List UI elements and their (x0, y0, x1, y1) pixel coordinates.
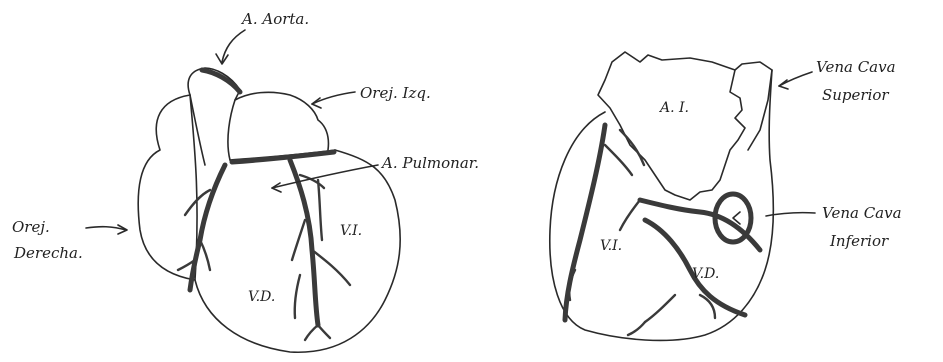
pulmonary-band (232, 152, 334, 162)
right-auricle-outline (138, 95, 195, 280)
posterior-labels: A. I. Vena Cava Superior Vena Cava Infer… (600, 58, 902, 282)
lad-branch-5 (318, 325, 330, 338)
label-ivc-2: Inferior (829, 232, 889, 250)
label-aorta: A. Aorta. (240, 10, 309, 28)
label-right-ventricle-posterior: V.D. (692, 266, 719, 282)
arrow-aorta (222, 30, 245, 62)
rca-branch-1 (200, 240, 210, 270)
label-left-ventricle-anterior: V.I. (340, 223, 362, 239)
label-pulmonary-artery: A. Pulmonar. (380, 154, 479, 172)
lad-branch-1 (312, 250, 350, 285)
label-left-ventricle-posterior: V.I. (600, 238, 622, 254)
label-left-atrium: A. I. (658, 100, 689, 116)
coronary-sinus (640, 200, 760, 250)
label-right-ventricle-anterior: V.D. (248, 289, 275, 305)
circumflex-branch (318, 180, 322, 240)
posterior-branch-5 (645, 295, 675, 322)
label-left-auricle: Orej. Izq. (360, 84, 431, 102)
lad-branch-3 (295, 275, 300, 318)
arrow-pulmonary (272, 165, 378, 188)
label-ivc-1: Vena Cava (822, 204, 902, 222)
anterior-labels: A. Aorta. Orej. Izq. A. Pulmonar. Orej. … (12, 10, 479, 305)
aorta-left-wall (190, 95, 205, 165)
arrow-left-auricle (312, 92, 355, 104)
posterior-branch-7 (628, 322, 645, 335)
left-atrium-outline (598, 52, 745, 200)
label-svc-1: Vena Cava (816, 58, 896, 76)
right-coronary-artery (190, 165, 225, 290)
arrow-left-auricle-head (312, 98, 321, 108)
arrow-svc (779, 72, 812, 86)
posterior-heart-drawing (550, 52, 773, 340)
lad-branch-2 (292, 220, 305, 260)
lad-branch-4 (305, 325, 318, 340)
posterior-branch-3 (620, 200, 640, 230)
label-right-auricle-2: Derecha. (13, 244, 83, 262)
label-right-auricle-1: Orej. (12, 218, 50, 236)
circumflex-posterior (565, 125, 605, 320)
arrow-right-auricle (86, 227, 126, 230)
posterior-branch-1 (605, 145, 632, 175)
anterior-heart-drawing (138, 68, 400, 352)
label-svc-2: Superior (822, 86, 889, 104)
left-auricle-outline (235, 92, 328, 150)
